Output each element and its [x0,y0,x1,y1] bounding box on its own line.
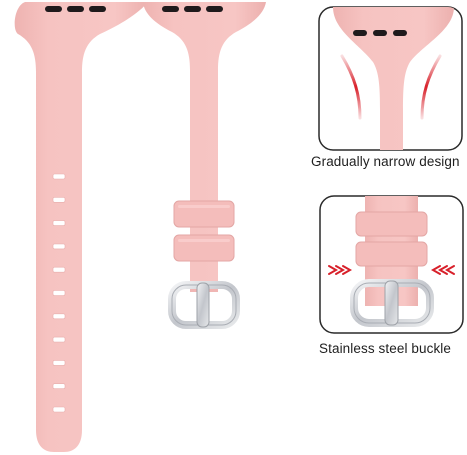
strap-hole [52,360,66,366]
strap-hole [52,173,66,180]
strap-hole [52,243,66,250]
stainless-steel-buckle [168,281,240,329]
squeeze-arrow-icon [430,265,455,275]
strap-hole [52,406,66,413]
strap-hole [52,220,66,226]
callout-caption-narrow-design: Gradually narrow design [311,154,460,169]
buckle-detail [319,195,464,334]
strap-hole [52,383,66,390]
strap-hole [52,290,66,296]
connector-slots [162,6,223,12]
narrow-arrow-icon [420,54,442,120]
watch-band-strap [14,2,148,452]
strap-hole [52,266,66,273]
strap-hole [52,197,66,203]
strap-holes [52,173,66,413]
keeper-loops [173,200,235,262]
strap-hole [52,336,66,343]
connector-slots [45,6,106,12]
narrow-design-detail [318,6,463,151]
strap-hole [52,313,66,320]
watch-band-buckle-strap [143,2,266,329]
squeeze-arrow-icon [328,265,353,275]
callout-caption-steel-buckle: Stainless steel buckle [319,341,452,356]
narrow-arrow-icon [340,54,362,120]
